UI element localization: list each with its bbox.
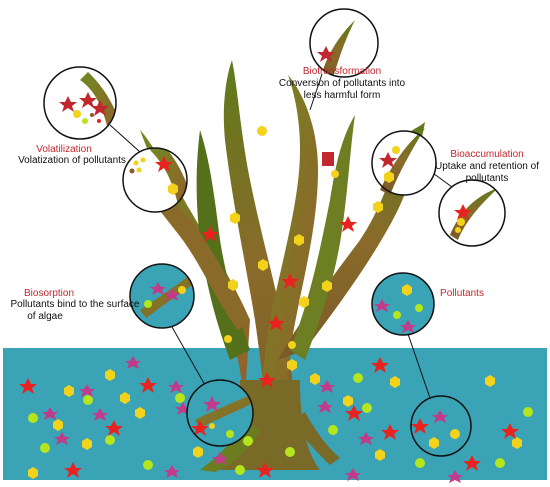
label-volatilization: Volatilization Volatization of pollutant…: [18, 144, 126, 166]
biosorption-title: Biosorption: [24, 288, 74, 299]
bioaccumulation-line2: pollutants: [466, 173, 509, 184]
biosorption-line2: of algae: [27, 311, 63, 322]
biotransformation-title: Biotransformation: [303, 66, 381, 77]
pollutants-magnifier: [371, 272, 435, 336]
root-magnifier: [186, 379, 254, 447]
volatilization-title: Volatilization: [36, 144, 92, 155]
label-pollutants: Pollutants: [440, 288, 484, 299]
label-bioaccumulation: Bioaccumulation Uptake and retention of …: [435, 149, 539, 184]
bioaccumulation-line1: Uptake and retention of: [435, 161, 539, 172]
bioaccumulation-magnifier: [438, 179, 506, 247]
volatilization-magnifier: [43, 66, 117, 140]
bioaccumulation-title: Bioaccumulation: [450, 149, 523, 160]
label-biotransformation: Biotransformation Conversion of pollutan…: [279, 66, 406, 101]
biosorption-line1: Pollutants bind to the surface: [11, 299, 140, 310]
water-pollutants-magnifier: [410, 395, 472, 457]
biotransformation-line2: less harmful form: [304, 90, 381, 101]
biotransformation-magnifier: [309, 8, 379, 78]
label-biosorption: Biosorption Pollutants bind to the surfa…: [11, 288, 140, 322]
bioaccumulation-frond-magnifier: [371, 128, 437, 196]
biotransformation-line1: Conversion of pollutants into: [279, 78, 406, 89]
volatilization-line1: Volatization of pollutants: [18, 155, 126, 166]
biosorption-magnifier: [129, 263, 195, 329]
pollutants-title: Pollutants: [440, 288, 484, 299]
frond-pollutants: [170, 126, 383, 388]
